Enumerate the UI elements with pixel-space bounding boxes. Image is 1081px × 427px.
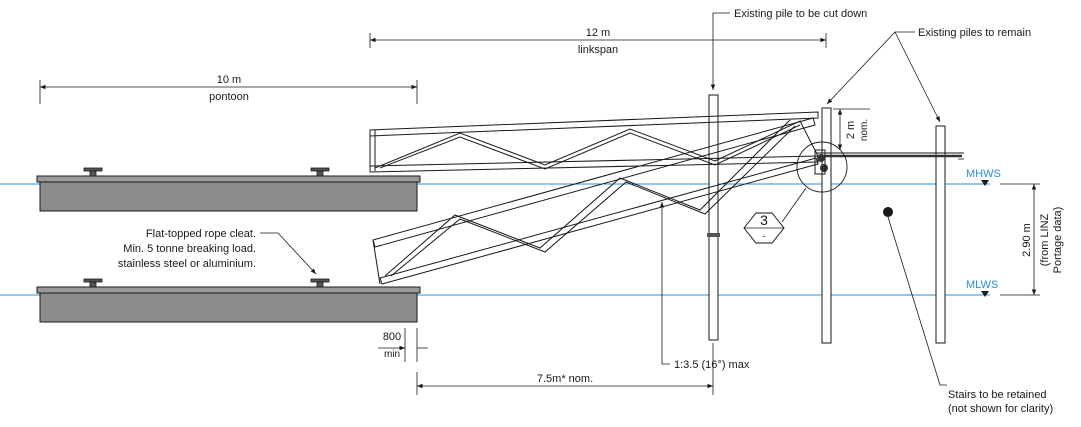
tidal-range-value: 2.90 m [1021,223,1033,257]
stairs-marker [883,207,893,217]
tidal-range-note-1: (from LINZ [1039,213,1051,266]
detail-sheet: - [763,231,766,241]
tidal-range-dimension: 2.90 m (from LINZ Portage data) [1000,183,1064,296]
linkspan-dimension: 12 m linkspan [369,27,827,56]
linkspan-label: linkspan [578,44,618,56]
pontoon-length: 10 m [217,74,241,86]
rope-cleat-icon [310,167,330,177]
pile-remain-2 [935,125,946,344]
stairs-leader [887,216,947,386]
landing-deck [816,152,964,160]
offset-dimension: 7.5m* nom. [416,343,714,395]
cleat-note-2: Min. 5 tonne breaking load. [123,243,256,255]
rope-cleat-icon [310,278,330,288]
piles-remain-callout: Existing piles to remain [826,27,1031,123]
piles-remain-text: Existing piles to remain [918,27,1031,39]
rope-cleat-icon [83,278,103,288]
pile-band [707,233,720,237]
clearance-dimension: 800 min [378,328,428,362]
mlws-marker-icon [981,291,989,297]
pile-cut-text: Existing pile to be cut down [734,8,867,20]
offset-value: 7.5m* nom. [537,373,593,385]
tidal-range-note-2: Portage data) [1052,207,1064,274]
linkspan-length: 12 m [586,27,610,39]
rope-cleat-icon [83,167,103,177]
linkspan-high [369,111,819,173]
detail-tag: 3 - [743,212,785,244]
mhws-marker-icon [981,180,989,186]
pontoon-label: pontoon [209,91,249,103]
gradient-callout: 1:3.5 (16°) max [659,202,750,371]
detail-number: 3 [760,212,768,228]
clearance-note: min [384,349,400,360]
rise-note: nom. [859,119,870,141]
hinge-detail [796,141,848,193]
stairs-note-2: (not shown for clarity) [948,403,1053,415]
cleat-callout: Flat-topped rope cleat. Min. 5 tonne bre… [118,228,317,275]
pontoon-low [36,278,421,323]
stairs-note-1: Stairs to be retained [948,389,1046,401]
pile-remain-1 [821,107,832,344]
gradient-text: 1:3.5 (16°) max [674,359,750,371]
pontoon-high [36,167,421,212]
clearance-value: 800 [383,331,401,343]
pile-cut-down [708,94,719,341]
rise-value: 2 m [845,121,857,139]
detail-leader [781,187,807,223]
cleat-note-3: stainless steel or aluminium. [118,258,256,270]
pile-cut-callout: Existing pile to be cut down [710,8,867,90]
mhws-label: MHWS [966,168,1001,180]
rise-dimension: 2 m nom. [833,108,870,150]
pontoon-dimension: 10 m pontoon [39,74,418,104]
mlws-label: MLWS [966,279,998,291]
cleat-note-1: Flat-topped rope cleat. [146,228,256,240]
linkspan-low [372,117,819,285]
